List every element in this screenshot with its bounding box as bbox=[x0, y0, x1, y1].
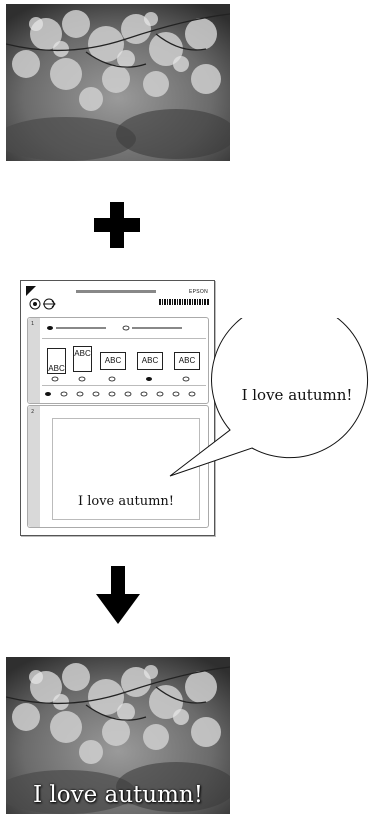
layout-option-tall-1[interactable]: ABC bbox=[47, 348, 66, 374]
speech-bubble-text: I love autumn! bbox=[223, 386, 371, 404]
down-arrow-icon bbox=[96, 566, 140, 624]
layout-option-wide-1[interactable]: ABC bbox=[100, 352, 126, 370]
autumn-leaves-photo bbox=[6, 4, 230, 161]
layout-option-tall-2[interactable]: ABC bbox=[73, 346, 92, 372]
brand-label: EPSON bbox=[189, 289, 208, 295]
result-photo: I love autumn! bbox=[6, 657, 230, 814]
plus-icon bbox=[92, 200, 142, 250]
section-number-column: 2 bbox=[28, 406, 40, 527]
section-number: 1 bbox=[31, 321, 34, 327]
section-number-column: 1 bbox=[28, 318, 40, 403]
barcode-icon bbox=[159, 299, 209, 305]
corner-marker-icon bbox=[26, 286, 36, 296]
handwritten-text: I love autumn! bbox=[53, 494, 199, 509]
section-number: 2 bbox=[31, 409, 34, 415]
maple-leaves-image bbox=[6, 4, 230, 161]
sheet-title-bar bbox=[76, 290, 156, 293]
sheet-symbols-icon bbox=[29, 298, 61, 310]
photo-caption: I love autumn! bbox=[6, 782, 230, 808]
